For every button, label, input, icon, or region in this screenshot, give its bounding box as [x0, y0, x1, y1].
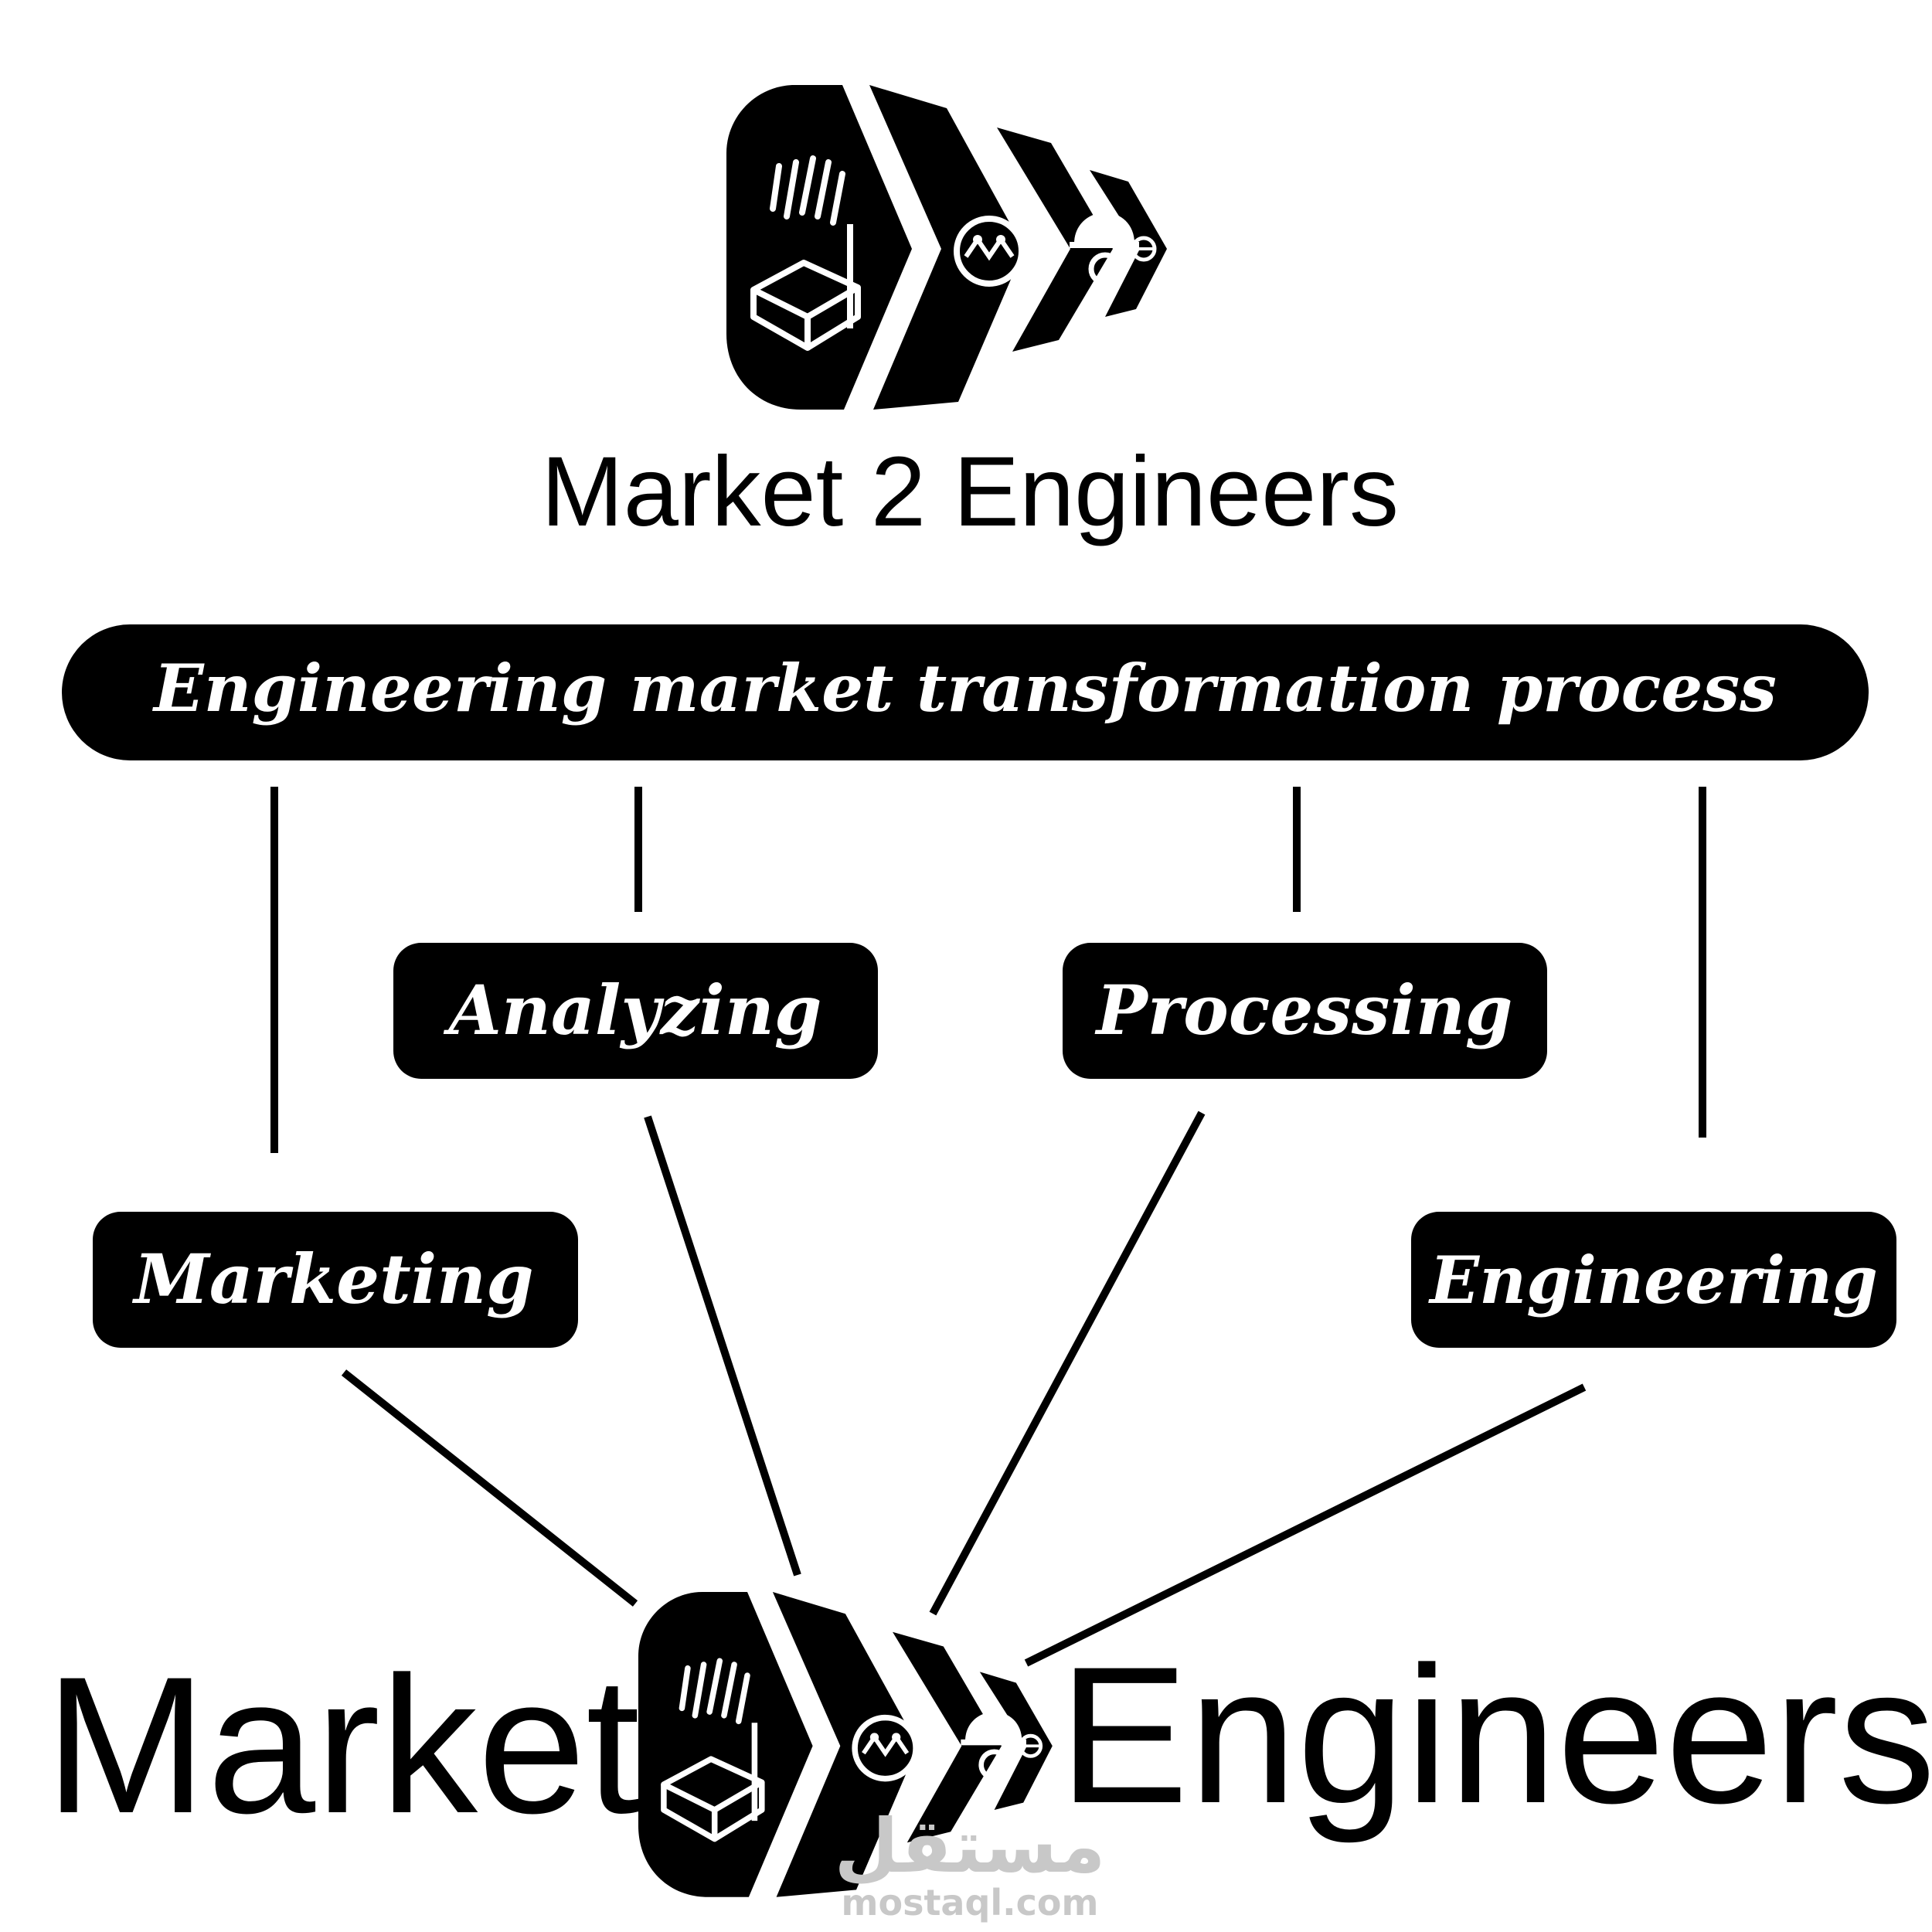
- banner-connectors: [270, 787, 1706, 1153]
- connector-processing-logo: [929, 1111, 1206, 1616]
- step-processing-label: Processing: [1094, 970, 1513, 1050]
- step-engineering-label: Engineering: [1428, 1242, 1878, 1318]
- footer-word-market: Market: [45, 1637, 640, 1854]
- connector-marketing-logo: [341, 1369, 638, 1607]
- brand-title: Market 2 Engineers: [541, 437, 1399, 547]
- process-banner-label: Engineering market transformation proces…: [152, 650, 1777, 726]
- process-banner: Engineering market transformation proces…: [62, 624, 1869, 760]
- step-marketing-label: Marketing: [131, 1239, 533, 1319]
- watermark-site: mostaql.com: [842, 1882, 1099, 1923]
- step-marketing: Marketing: [93, 1212, 578, 1348]
- logo-connectors: [341, 1111, 1587, 1667]
- connector-analyzing-logo: [644, 1115, 801, 1577]
- step-analyzing-label: Analyzing: [444, 970, 822, 1050]
- step-processing: Processing: [1063, 943, 1547, 1079]
- step-engineering: Engineering: [1411, 1212, 1896, 1348]
- footer-word-engineers: Engineers: [1059, 1627, 1932, 1844]
- step-analyzing: Analyzing: [393, 943, 878, 1079]
- watermark: مستقل mostaql.com: [834, 1803, 1105, 1923]
- watermark-arabic: مستقل: [834, 1803, 1105, 1889]
- connector-engineering-logo: [1024, 1383, 1587, 1667]
- top-logo-icon: [726, 85, 1167, 410]
